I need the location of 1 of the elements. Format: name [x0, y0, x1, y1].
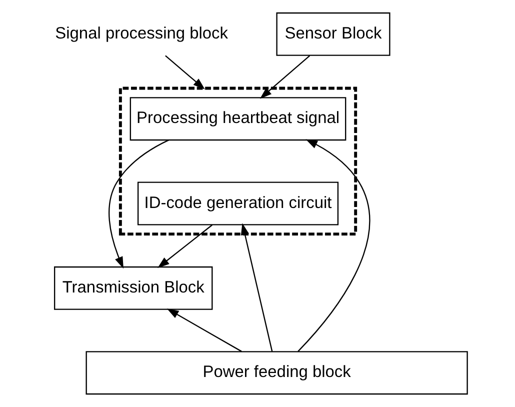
node-text: Signal processing block [54, 24, 228, 43]
